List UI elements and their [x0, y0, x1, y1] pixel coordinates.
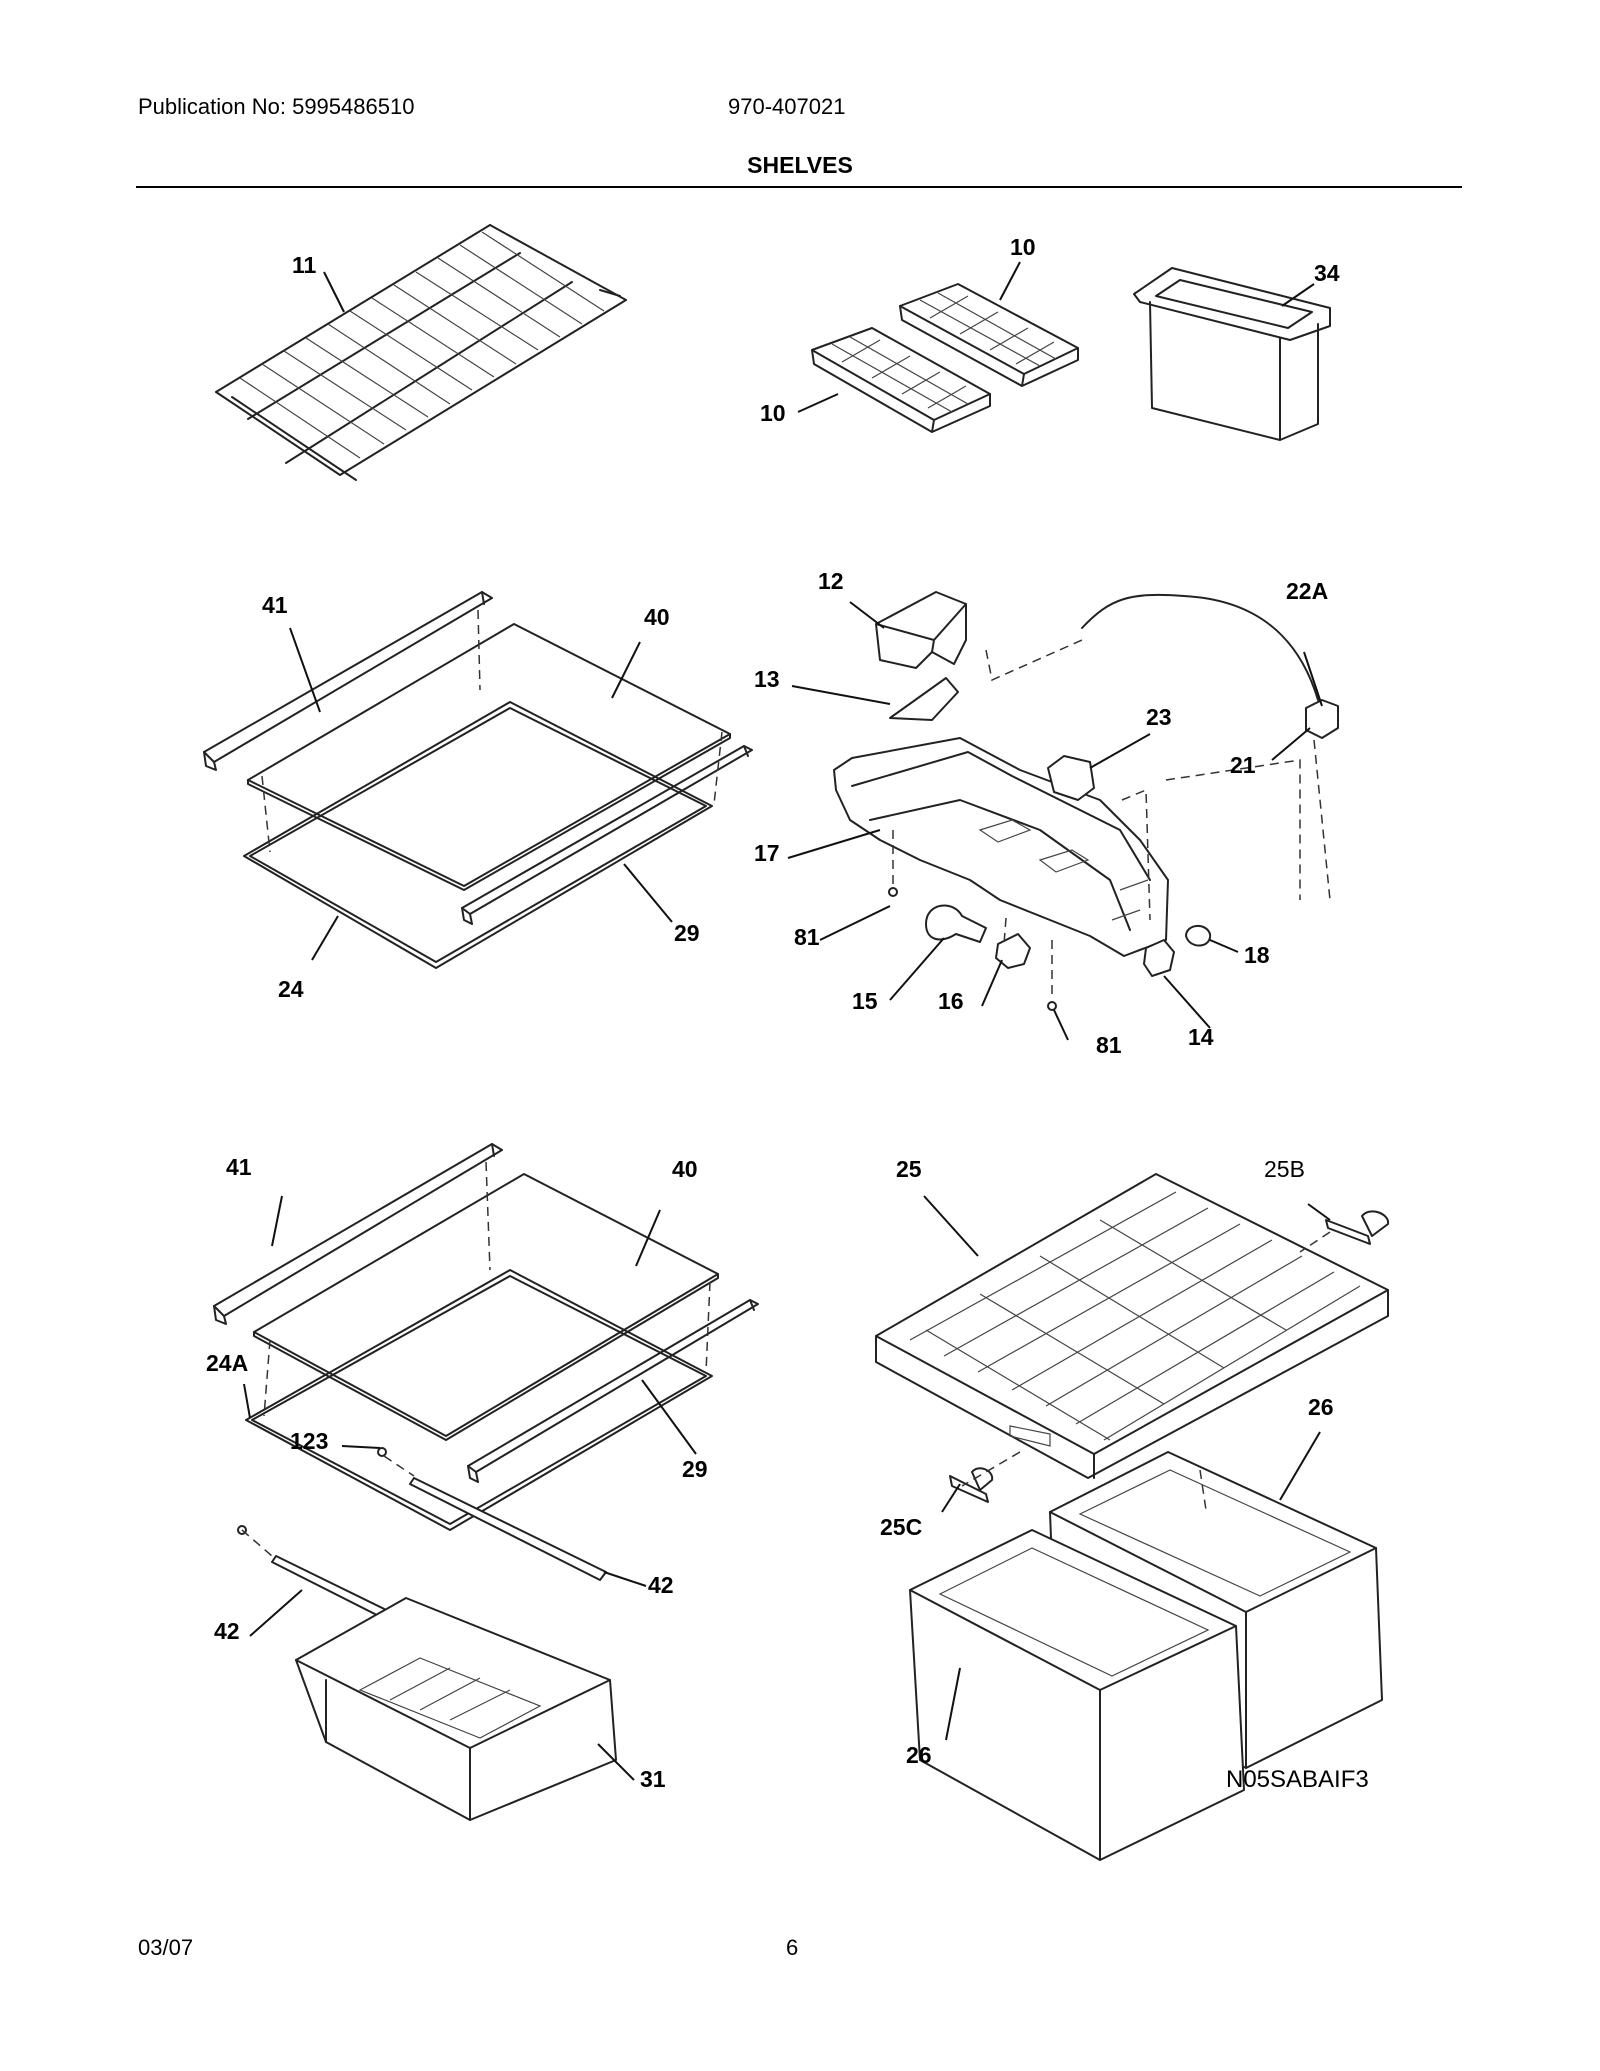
leader-line: [787, 601, 1323, 1041]
crisper-bin-left: [909, 1529, 1245, 1861]
light-switch: [1143, 939, 1175, 977]
flapper: [889, 677, 959, 721]
callout-34: 34: [1314, 260, 1340, 286]
callout-41: 41: [262, 592, 288, 618]
leader-line: [1281, 283, 1315, 307]
callout-25b: 25B: [1264, 1156, 1305, 1182]
callout-23: 23: [1146, 704, 1172, 730]
callout-29: 29: [674, 920, 700, 946]
callout-24: 24: [278, 976, 304, 1002]
callout-42: 42: [648, 1572, 674, 1598]
dashed-assembly-lines: [961, 1231, 1331, 1511]
callout-123: 123: [290, 1428, 329, 1454]
callout-22a: 22A: [1286, 578, 1329, 604]
leader-line: [797, 261, 1021, 413]
callout-26: 26: [906, 1742, 932, 1768]
callout-12: 12: [818, 568, 844, 594]
ice-tray-bottom: [811, 327, 991, 433]
model-number: 970-407021: [728, 94, 846, 119]
glass-shelf-assembly-1: [203, 591, 753, 969]
callout-14: 14: [1188, 1024, 1214, 1050]
screw-right: [1047, 1001, 1057, 1011]
screw-left: [888, 887, 898, 897]
publication-number: Publication No: 5995486510: [138, 94, 415, 119]
light-socket: [995, 933, 1031, 969]
callout-17: 17: [754, 840, 780, 866]
wire-shelf: [215, 224, 627, 481]
control-knob: [1185, 925, 1212, 947]
callout-15: 15: [852, 988, 878, 1014]
callout-25: 25: [896, 1156, 922, 1182]
crisper-drawer: [295, 1597, 617, 1821]
ice-bucket: [875, 591, 967, 669]
page-title: SHELVES: [747, 152, 853, 178]
callout-18: 18: [1244, 942, 1270, 968]
control-housing: [833, 737, 1169, 957]
callout-25c: 25C: [880, 1514, 923, 1540]
callout-42: 42: [214, 1618, 240, 1644]
callout-10: 10: [1010, 234, 1036, 260]
callout-81: 81: [1096, 1032, 1122, 1058]
crisper-cover: [875, 1173, 1389, 1479]
callout-29: 29: [682, 1456, 708, 1482]
damper: [1047, 755, 1095, 801]
callout-13: 13: [754, 666, 780, 692]
callout-40: 40: [672, 1156, 698, 1182]
cover-bracket-right: [1325, 1210, 1390, 1245]
callout-11: 11: [292, 252, 317, 278]
publication-date: 03/07: [138, 1935, 194, 1960]
thermostat: [1305, 699, 1339, 739]
callout-26: 26: [1308, 1394, 1334, 1420]
callout-16: 16: [938, 988, 964, 1014]
leader-line: [323, 271, 345, 313]
small-bin: [1133, 267, 1331, 441]
header-divider: [136, 186, 1462, 188]
cover-bracket-left: [949, 1467, 994, 1503]
glass-shelf-assembly-2: [213, 1143, 759, 1659]
callout-24a: 24A: [206, 1350, 249, 1376]
callout-21: 21: [1230, 752, 1256, 778]
callout-31: 31: [640, 1766, 666, 1792]
callout-10: 10: [760, 400, 786, 426]
callout-41: 41: [226, 1154, 252, 1180]
page-number: 6: [786, 1935, 799, 1960]
callout-81: 81: [794, 924, 820, 950]
light-bulb: [925, 904, 987, 943]
leader-line: [289, 627, 673, 961]
diagram-code: N05SABAIF3: [1226, 1766, 1369, 1793]
leader-line: [923, 1195, 1331, 1741]
ice-tray-top: [899, 283, 1079, 387]
leader-line: [243, 1195, 697, 1781]
wire-harness: [1081, 593, 1319, 701]
dashed-assembly-lines: [892, 639, 1331, 1000]
callout-40: 40: [644, 604, 670, 630]
